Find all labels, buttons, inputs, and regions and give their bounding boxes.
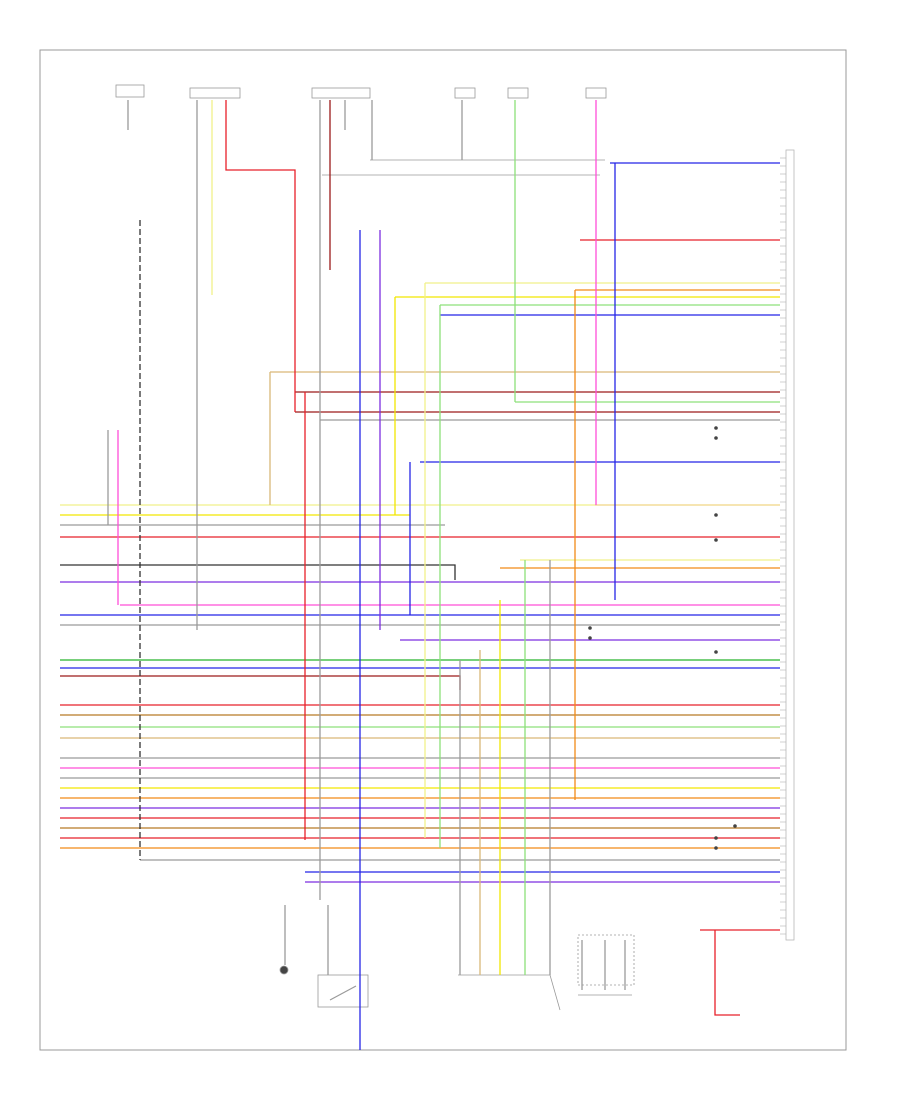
splice-dot: [588, 626, 592, 630]
connector-block-d: [507, 87, 529, 99]
splice-dot: [714, 538, 718, 542]
splice-dot: [714, 846, 718, 850]
connector-block-a: [189, 87, 241, 99]
wire-harness: [60, 100, 780, 1050]
wire-drop-red-n: [714, 930, 740, 1016]
switch-component-box: [317, 974, 369, 1008]
bottom-components: [279, 934, 635, 1011]
splice-dot: [714, 513, 718, 517]
bottom-component-box: [577, 934, 635, 986]
splice-dot: [733, 824, 737, 828]
ecm-connector-strip: [780, 149, 795, 941]
connector-block-c: [454, 87, 476, 99]
top-components: [115, 84, 607, 176]
splice-dot: [714, 436, 718, 440]
wire-drop-red-b: [225, 100, 296, 412]
splice-dot: [588, 636, 592, 640]
splice-dot: [714, 836, 718, 840]
wire-run-darkred-3: [60, 675, 461, 690]
connector-block-e: [585, 87, 607, 99]
diagram-frame: [39, 49, 847, 1051]
wire-labels: [588, 426, 737, 850]
splice-dot: [714, 426, 718, 430]
sensor-ground-circle: [279, 965, 289, 975]
connector-block-b: [311, 87, 371, 99]
splice-dot: [714, 650, 718, 654]
connector-block-left: [115, 84, 145, 98]
wire-run-black-1: [60, 564, 456, 580]
